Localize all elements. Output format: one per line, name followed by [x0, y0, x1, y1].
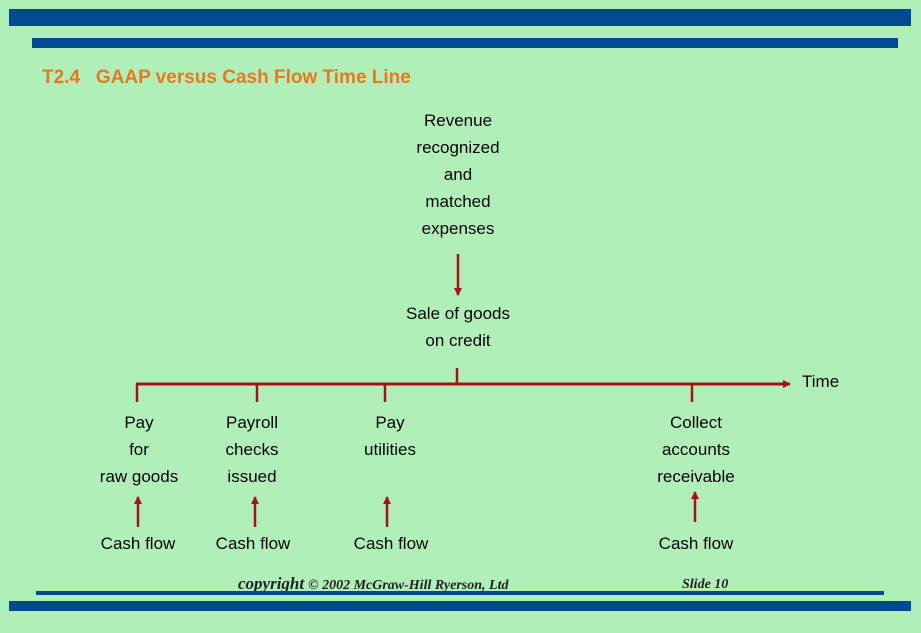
event-utilities: Pay utilities	[330, 409, 450, 463]
event-1-line-2: for	[129, 440, 149, 459]
revenue-line-2: recognized	[416, 138, 500, 157]
event-1-line-1: Pay	[124, 413, 154, 432]
bottom-bar-2	[9, 601, 911, 611]
sale-block: Sale of goods on credit	[358, 300, 558, 354]
event-raw-goods: Pay for raw goods	[79, 409, 199, 490]
cash-flow-label-1: Cash flow	[100, 534, 176, 553]
event-4-line-2: accounts	[661, 440, 731, 459]
cash-flow-label-2: Cash flow	[215, 534, 291, 553]
revenue-line-5: expenses	[421, 219, 495, 238]
top-bar-2	[32, 38, 898, 48]
event-2-line-3: issued	[227, 467, 277, 486]
event-1-line-3: raw goods	[99, 467, 179, 486]
revenue-line-3: and	[443, 165, 473, 184]
event-3-line-1: Pay	[375, 413, 405, 432]
cash-flow-label-4: Cash flow	[658, 534, 734, 553]
event-4-line-1: Collect	[670, 413, 722, 432]
bottom-bar-1	[36, 591, 884, 595]
cash-flow-label-3: Cash flow	[353, 534, 429, 553]
revenue-line-4: matched	[425, 192, 491, 211]
time-label: Time	[802, 372, 840, 391]
copyright-word: copyright	[238, 574, 305, 593]
event-3-line-2: utilities	[364, 440, 416, 459]
top-bar-1	[9, 9, 911, 26]
event-2-line-1: Payroll	[226, 413, 278, 432]
revenue-line-1: Revenue	[423, 111, 493, 130]
sale-line-1: Sale of goods	[406, 304, 510, 323]
event-payroll: Payroll checks issued	[192, 409, 312, 490]
copyright-text: © 2002 McGraw-Hill Ryerson, Ltd	[308, 578, 509, 593]
slide-title: T2.4 GAAP versus Cash Flow Time Line	[42, 67, 411, 88]
slide-number: Slide 10	[682, 577, 729, 592]
event-4-line-3: receivable	[657, 467, 735, 486]
revenue-block: Revenue recognized and matched expenses	[358, 107, 558, 242]
event-collect: Collect accounts receivable	[636, 409, 756, 490]
event-2-line-2: checks	[225, 440, 279, 459]
sale-line-2: on credit	[425, 331, 491, 350]
copyright-notice: copyright © 2002 McGraw-Hill Ryerson, Lt…	[238, 574, 508, 594]
